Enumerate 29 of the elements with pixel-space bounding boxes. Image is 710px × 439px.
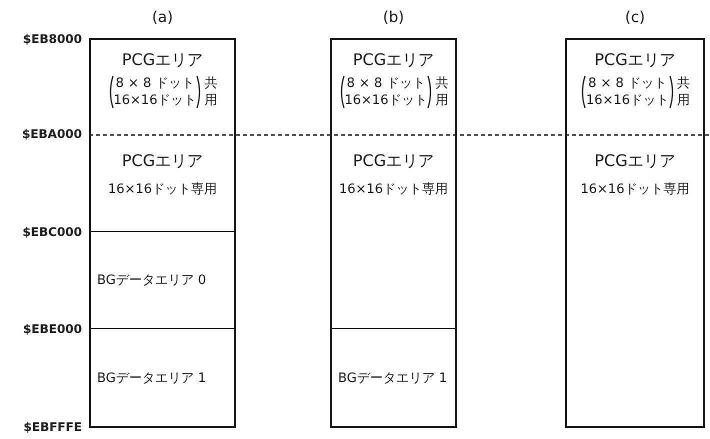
usage-text: 共用 [435, 75, 448, 109]
dot-size-text: 8 × 8 ドット [116, 75, 194, 92]
address-label: $EB8000 [22, 32, 82, 46]
area-title: PCGエリア [352, 151, 434, 172]
area-title: BGデータエリア 1 [338, 370, 448, 386]
area-note: 16×16ドット専用 [108, 181, 217, 198]
area-title: PCGエリア [594, 151, 676, 172]
area-title: PCGエリア [352, 50, 434, 71]
area-title: BGデータエリア 0 [97, 272, 206, 289]
dot-size-text: 16×16ドット [586, 92, 669, 109]
area-note: 16×16ドット専用 [580, 181, 690, 198]
column-heading: (b) [382, 8, 406, 26]
column-heading: (c) [624, 8, 646, 26]
dot-size-text: 16×16ドット [344, 92, 428, 109]
area-title: PCGエリア [594, 50, 676, 71]
area-title: PCGエリア [122, 151, 204, 172]
column-heading: (a) [151, 8, 174, 26]
area-title: PCGエリア [122, 50, 204, 71]
area-note: 16×16ドット専用 [339, 181, 448, 198]
dot-size-text: 8 × 8 ドット [588, 75, 667, 92]
usage-text: 共用 [676, 75, 690, 109]
address-label: $EBA000 [20, 127, 82, 141]
area-title: BGデータエリア 1 [97, 370, 206, 386]
dot-size-text: 16×16ドット [114, 92, 196, 109]
dot-size-text: 8 × 8 ドット [346, 75, 426, 92]
usage-text: 共用 [204, 75, 218, 109]
address-label: $EBC000 [21, 225, 82, 239]
address-label: $EBFFFE [22, 420, 82, 434]
address-label: $EBE000 [22, 322, 82, 336]
